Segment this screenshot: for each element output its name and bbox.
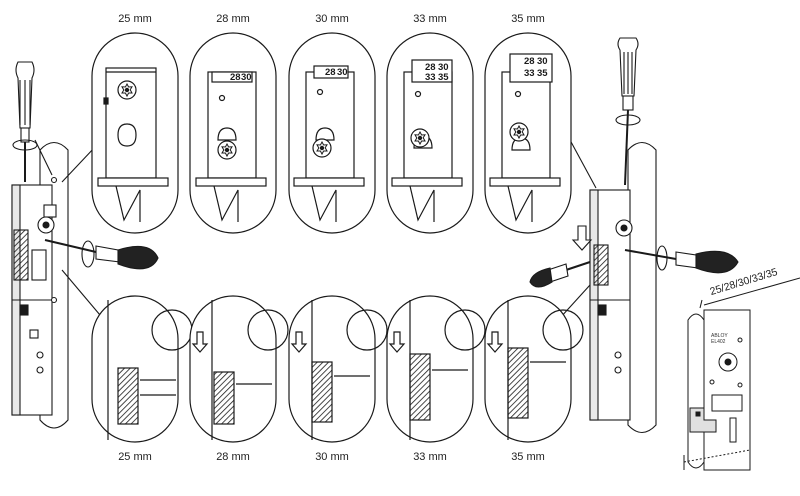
bottom-panel-35 — [484, 295, 584, 443]
p4-mark-30: 30 — [438, 62, 449, 73]
right-hsd-handle — [695, 250, 739, 274]
p5-mark-28: 28 — [524, 56, 535, 67]
right-faceplate — [627, 141, 657, 434]
bottom-panel-33 — [386, 295, 486, 443]
p5-mark-30: 30 — [537, 56, 548, 67]
p5-mark-33: 33 — [524, 68, 535, 79]
p3-mark-30: 30 — [337, 67, 348, 78]
bottom-label-4: 33 mm — [413, 451, 447, 463]
top-panel-25 — [91, 32, 179, 234]
bottom-panel-25 — [91, 295, 193, 443]
right-down-arrow — [571, 225, 593, 251]
top-label-3: 30 mm — [315, 13, 349, 25]
left-hsd-handle — [117, 245, 159, 270]
p2-mark-28: 28 — [230, 72, 241, 83]
brand-label: ABLOY EL402 — [711, 333, 728, 345]
top-label-2: 28 mm — [216, 13, 250, 25]
left-lock-assembly — [11, 61, 159, 429]
bottom-label-2: 28 mm — [216, 451, 250, 463]
p2-mark-30: 30 — [241, 72, 252, 83]
bottom-label-3: 30 mm — [315, 451, 349, 463]
bottom-label-1: 25 mm — [118, 451, 152, 463]
p4-mark-28: 28 — [425, 62, 436, 73]
small-lock-drawing — [683, 277, 800, 471]
top-label-1: 25 mm — [118, 13, 152, 25]
top-label-5: 35 mm — [511, 13, 545, 25]
left-hsd-ferrule — [95, 245, 121, 263]
bottom-panel-28 — [189, 295, 289, 443]
top-panel-35 — [484, 32, 572, 234]
bottom-label-5: 35 mm — [511, 451, 545, 463]
brand-line-1: ABLOY — [711, 333, 728, 339]
p4-mark-33: 33 — [425, 72, 436, 83]
p4-mark-35: 35 — [438, 72, 449, 83]
right-hsd2-handle — [529, 267, 553, 288]
scale-marks: 28 30 28 30 28 30 33 35 28 30 33 35 — [230, 56, 548, 83]
right-lock-assembly — [529, 37, 739, 434]
p3-mark-28: 28 — [325, 67, 336, 78]
top-label-4: 33 mm — [413, 13, 447, 25]
top-panel-28 — [189, 32, 277, 234]
top-panel-30 — [288, 32, 376, 234]
small-faceplate — [687, 313, 705, 469]
top-panel-33 — [386, 32, 474, 234]
bottom-panel-30 — [288, 295, 388, 443]
p5-mark-35: 35 — [537, 68, 548, 79]
brand-line-2: EL402 — [711, 339, 726, 345]
